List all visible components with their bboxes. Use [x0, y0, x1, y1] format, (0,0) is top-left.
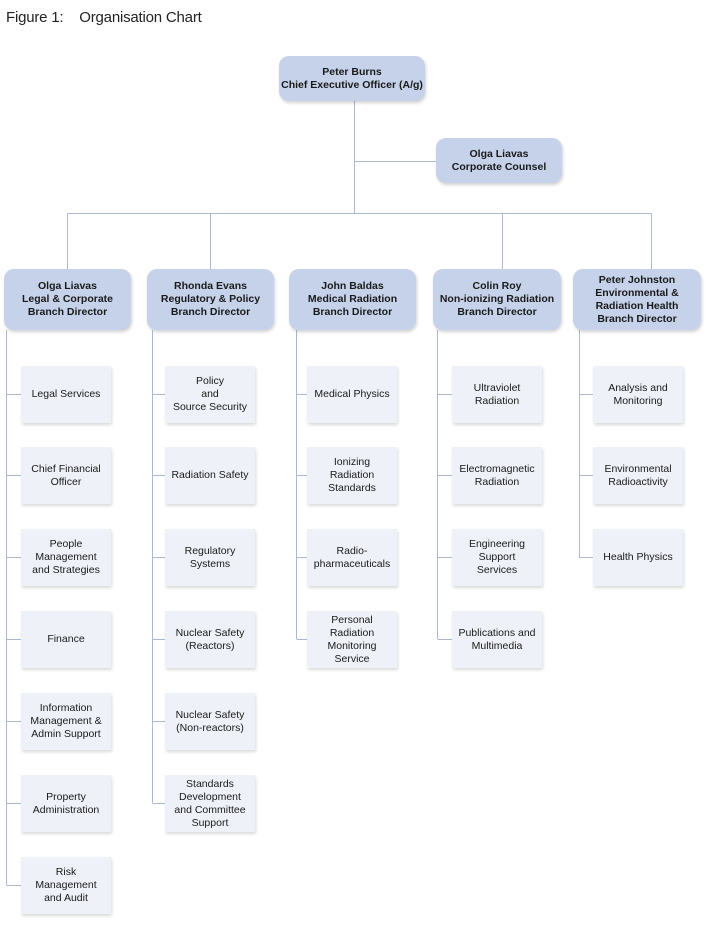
- unit-box: Publications and Multimedia: [452, 611, 542, 668]
- unit-label: Property Administration: [32, 790, 100, 816]
- unit-box: Regulatory Systems: [165, 529, 255, 586]
- unit-box: Personal Radiation Monitoring Service: [307, 611, 397, 668]
- unit-label: Medical Physics: [314, 388, 390, 400]
- branch-head-role: Regulatory & Policy Branch Director: [160, 293, 261, 318]
- figure-title: Figure 1: Organisation Chart: [6, 9, 202, 26]
- unit-label: Nuclear Safety (Reactors): [175, 626, 245, 652]
- unit-label: Radio- pharmaceuticals: [313, 544, 391, 570]
- unit-box: Radio- pharmaceuticals: [307, 529, 397, 586]
- unit-box: Nuclear Safety (Non-reactors): [165, 693, 255, 750]
- unit-label: Legal Services: [31, 388, 101, 400]
- unit-box: Property Administration: [21, 775, 111, 832]
- unit-box: Chief Financial Officer: [21, 447, 111, 504]
- unit-label: Risk Management and Audit: [35, 866, 97, 904]
- unit-label: Radiation Safety: [171, 469, 249, 481]
- unit-label: Health Physics: [603, 551, 673, 563]
- unit-box: Finance: [21, 611, 111, 668]
- unit-label: Regulatory Systems: [184, 544, 236, 570]
- unit-label: Engineering Support Services: [468, 538, 526, 576]
- unit-box: Analysis and Monitoring: [593, 366, 683, 423]
- unit-box: Policy and Source Security: [165, 366, 255, 423]
- branch-head-role: Medical Radiation Branch Director: [307, 293, 398, 318]
- unit-box: Risk Management and Audit: [21, 857, 111, 914]
- unit-box: People Management and Strategies: [21, 529, 111, 586]
- unit-label: Policy and Source Security: [172, 375, 248, 413]
- figure-caption: Organisation Chart: [79, 9, 202, 26]
- unit-box: Information Management & Admin Support: [21, 693, 111, 750]
- unit-box: Ionizing Radiation Standards: [307, 447, 397, 504]
- counsel-name: Olga Liavas: [469, 147, 529, 160]
- branch-head-name: Colin Roy: [472, 280, 522, 292]
- ceo-name: Peter Burns: [322, 65, 382, 78]
- branch-head-name: Olga Liavas: [38, 280, 97, 292]
- unit-box: Standards Development and Committee Supp…: [165, 775, 255, 832]
- branch-head-name: John Baldas: [321, 280, 384, 292]
- unit-label: Information Management & Admin Support: [30, 702, 102, 740]
- unit-box: Health Physics: [593, 529, 683, 586]
- unit-label: Finance: [47, 633, 85, 645]
- unit-label: Standards Development and Committee Supp…: [174, 777, 246, 829]
- unit-label: People Management and Strategies: [32, 538, 100, 576]
- unit-label: Ultraviolet Radiation: [473, 381, 521, 407]
- unit-box: Engineering Support Services: [452, 529, 542, 586]
- branch-head-role: Environmental & Radiation Health Branch …: [595, 286, 679, 325]
- unit-box: Radiation Safety: [165, 447, 255, 504]
- unit-label: Chief Financial Officer: [31, 462, 101, 488]
- unit-label: Environmental Radioactivity: [604, 462, 672, 488]
- unit-box: Electromagnetic Radiation: [452, 447, 542, 504]
- ceo-role: Chief Executive Officer (A/g): [281, 78, 423, 91]
- unit-box: Medical Physics: [307, 366, 397, 423]
- unit-box: Nuclear Safety (Reactors): [165, 611, 255, 668]
- figure-label: Figure 1:: [6, 9, 64, 26]
- unit-box: Legal Services: [21, 366, 111, 423]
- branch-head-name: Rhonda Evans: [174, 280, 247, 292]
- branch-head-role: Legal & Corporate Branch Director: [21, 293, 113, 318]
- unit-box: Ultraviolet Radiation: [452, 366, 542, 423]
- unit-label: Personal Radiation Monitoring Service: [327, 613, 377, 665]
- unit-label: Publications and Multimedia: [458, 626, 536, 652]
- unit-box: Environmental Radioactivity: [593, 447, 683, 504]
- branch-head-name: Peter Johnston: [598, 273, 676, 286]
- unit-label: Nuclear Safety (Non-reactors): [175, 708, 245, 734]
- unit-label: Ionizing Radiation Standards: [328, 456, 376, 494]
- unit-label: Electromagnetic Radiation: [459, 462, 535, 488]
- unit-label: Analysis and Monitoring: [608, 381, 668, 407]
- counsel-role: Corporate Counsel: [451, 160, 547, 173]
- branch-head-role: Non-ionizing Radiation Branch Director: [439, 293, 555, 318]
